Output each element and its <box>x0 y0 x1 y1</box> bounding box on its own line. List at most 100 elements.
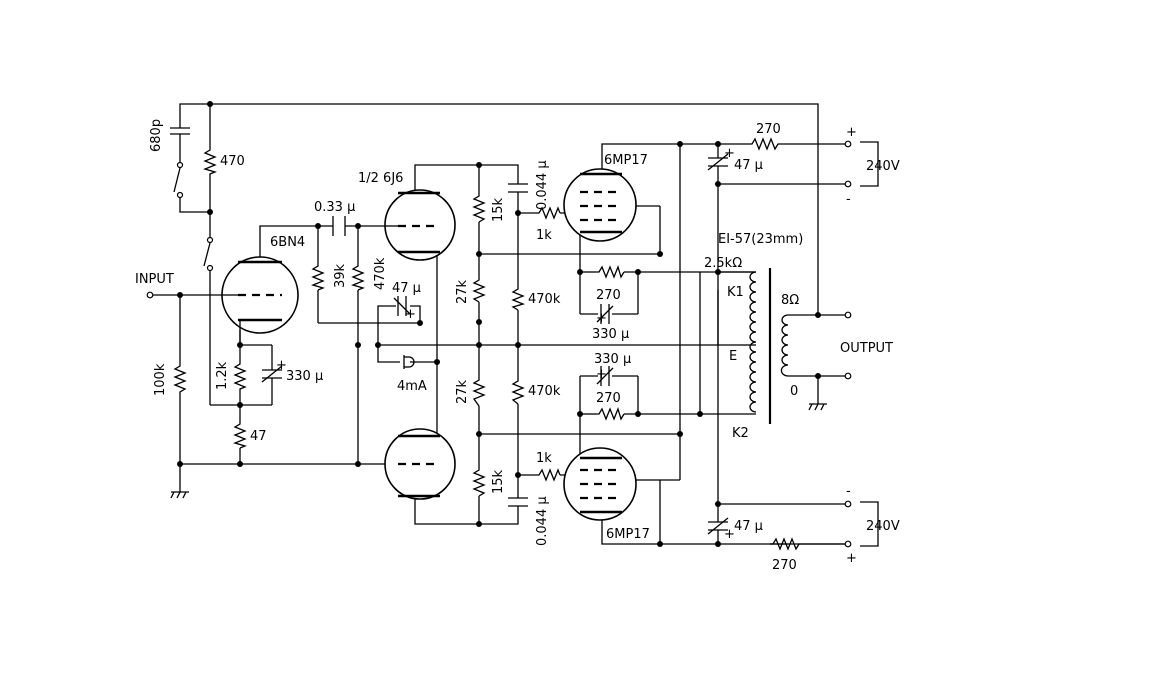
resistors <box>173 137 802 551</box>
label-47u-bottom: 47 μ <box>734 519 763 534</box>
label-1k-top: 1k <box>536 228 552 243</box>
ground-output <box>808 403 827 411</box>
terminal-supply-top-minus <box>844 180 852 188</box>
resistor-27k-top <box>472 276 486 303</box>
tube-6j6-bottom <box>384 428 456 500</box>
capacitor-0-044u-bottom <box>508 494 528 507</box>
tube-6mp17-top <box>563 168 637 242</box>
terminal-input <box>146 291 154 299</box>
meter-4ma <box>403 355 415 369</box>
ground-input <box>170 491 189 499</box>
resistor-1k-top <box>536 206 561 220</box>
label-primary-impedance: 2.5kΩ <box>704 256 742 271</box>
label-27k-bottom: 27k <box>455 379 470 404</box>
capacitor-47u-mid <box>393 296 411 316</box>
label-transformer: EI-57(23mm) <box>718 232 803 247</box>
label-1-2k: 1.2k <box>215 361 230 390</box>
terminal-output-8ohm <box>844 311 852 319</box>
label-270-top-cathode: 270 <box>596 288 621 303</box>
label-330u-top-cathode: 330 μ <box>592 327 629 342</box>
switch-feedback-top <box>173 161 184 199</box>
label-15k-bottom: 15k <box>491 469 506 494</box>
terminals <box>146 140 852 548</box>
capacitor-680p <box>170 127 190 146</box>
resistor-270-supply-bottom <box>770 537 802 551</box>
label-6j6-top: 1/2 6J6 <box>358 171 403 186</box>
svg-text:+: + <box>276 358 287 373</box>
label-270-supply-top: 270 <box>756 122 781 137</box>
label-input: INPUT <box>135 272 174 287</box>
resistor-470k-left <box>351 262 365 291</box>
label-e: E <box>729 349 737 364</box>
label-270-bottom-cathode: 270 <box>596 391 621 406</box>
label-0-044u-bottom: 0.044 μ <box>535 496 550 546</box>
secondary-winding <box>780 314 789 377</box>
resistor-27k-bottom <box>472 376 486 407</box>
label-470k-left: 470k <box>373 257 388 290</box>
switches <box>173 161 214 272</box>
capacitors <box>170 127 729 536</box>
capacitor-47u-top <box>707 152 729 172</box>
label-k1: K1 <box>727 285 744 300</box>
terminal-supply-top-plus <box>844 140 852 148</box>
label-supply-bottom-minus: - <box>846 484 851 499</box>
label-470k-top: 470k <box>528 292 561 307</box>
capacitor-0-33u <box>332 216 346 236</box>
svg-text:+: + <box>596 311 607 326</box>
tube-6mp17-bottom <box>563 447 637 521</box>
label-330u-left: 330 μ <box>286 369 323 384</box>
label-1k-bottom: 1k <box>536 451 552 466</box>
label-27k-top: 27k <box>455 279 470 304</box>
tube-6bn4 <box>221 256 299 334</box>
primary-winding <box>749 271 757 413</box>
label-47u-top: 47 μ <box>734 158 763 173</box>
label-6mp17-bottom: 6MP17 <box>606 527 650 542</box>
label-output-zero: 0 <box>790 384 798 399</box>
resistor-15k-top <box>472 192 486 223</box>
svg-text:+: + <box>596 367 607 382</box>
label-supply-top-voltage: 240V <box>866 159 900 174</box>
label-supply-top-minus: - <box>846 192 851 207</box>
label-39k: 39k <box>333 263 348 288</box>
label-4ma: 4mA <box>397 379 427 394</box>
capacitor-330u-bottom-cathode <box>596 366 614 386</box>
label-100k: 100k <box>153 363 168 396</box>
resistor-470k-top <box>511 286 525 311</box>
resistor-1k-bottom <box>536 468 561 482</box>
resistor-270-top-cathode <box>596 265 625 279</box>
resistor-15k-bottom <box>472 466 486 497</box>
resistor-270-supply-top <box>748 137 781 151</box>
label-0-044u-top: 0.044 μ <box>535 160 550 210</box>
resistor-1-2k <box>233 360 247 390</box>
resistor-470k-bottom <box>511 378 525 405</box>
junctions <box>177 101 821 547</box>
svg-text:+: + <box>405 307 416 322</box>
terminal-supply-bottom-minus <box>844 500 852 508</box>
wires <box>150 103 879 547</box>
tube-6j6-top <box>384 189 456 261</box>
label-6mp17-top: 6MP17 <box>604 153 648 168</box>
label-330u-bottom-cathode: 330 μ <box>594 352 631 367</box>
capacitor-0-044u-top <box>508 183 528 196</box>
label-supply-bottom-plus: + <box>846 551 857 566</box>
label-47u-mid: 47 μ <box>392 281 421 296</box>
output-transformer <box>740 268 789 424</box>
svg-text:+: + <box>724 146 735 161</box>
label-secondary-impedance: 8Ω <box>781 293 799 308</box>
label-0-33u: 0.33 μ <box>314 200 355 215</box>
capacitor-47u-bottom <box>707 516 729 536</box>
resistor-39k <box>311 262 325 291</box>
capacitor-330u-left <box>261 365 283 384</box>
label-47: 47 <box>250 429 267 444</box>
label-470-feedback: 470 <box>220 154 245 169</box>
resistor-470-feedback <box>203 146 217 176</box>
label-output: OUTPUT <box>840 341 893 356</box>
resistor-47 <box>233 420 247 449</box>
resistor-270-bottom-cathode <box>596 407 625 421</box>
label-15k-top: 15k <box>491 197 506 222</box>
switch-feedback-bottom <box>203 236 214 272</box>
label-470k-bottom: 470k <box>528 384 561 399</box>
label-k2: K2 <box>732 426 749 441</box>
labels: 680p 470 1/2 6J6 0.33 μ 6BN4 INPUT 39k 4… <box>135 119 900 573</box>
